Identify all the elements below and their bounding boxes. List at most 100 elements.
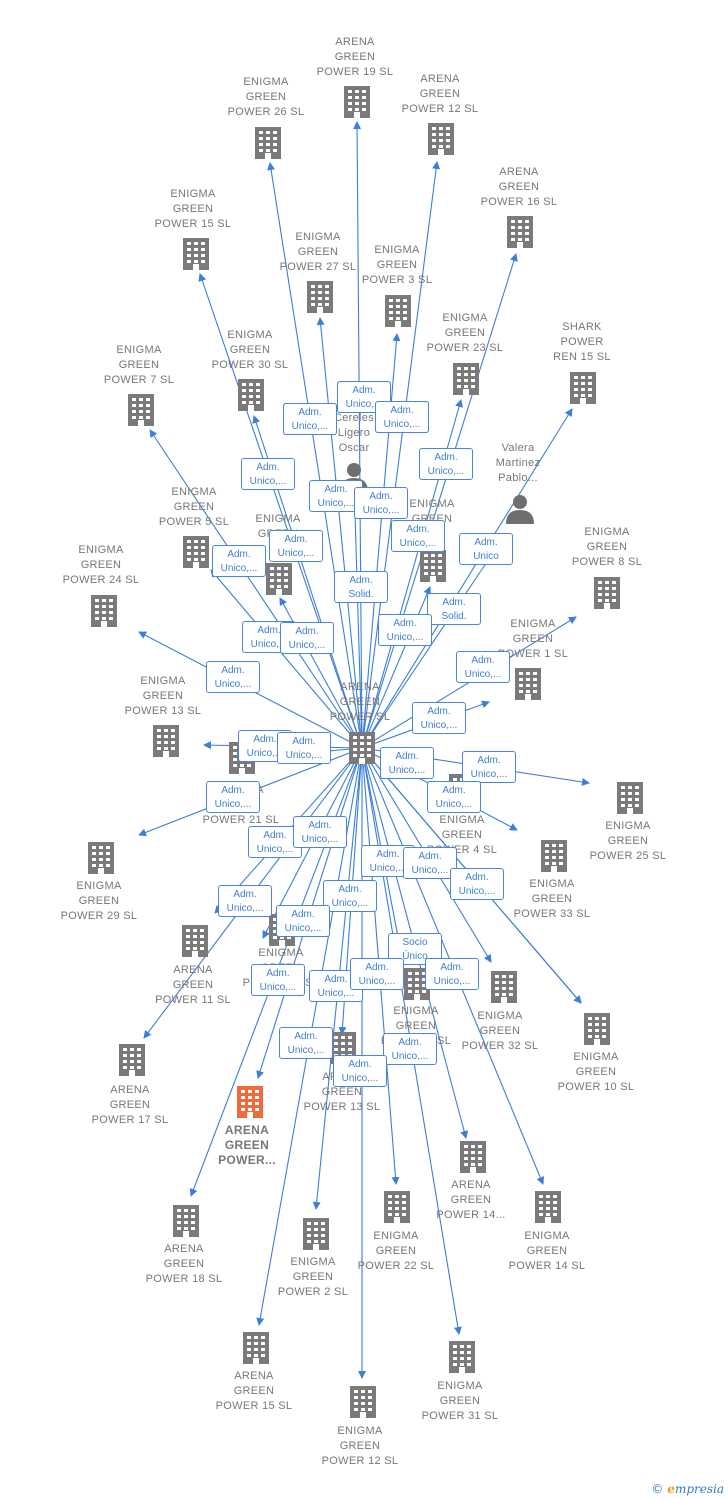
- building-icon[interactable]: [350, 1386, 376, 1418]
- edge-role-label[interactable]: Adm. Solid.: [427, 593, 481, 625]
- edge-role-label[interactable]: Adm. Unico,...: [383, 1033, 437, 1065]
- edge-role-label[interactable]: Adm. Unico,...: [269, 530, 323, 562]
- footer-brand[interactable]: ©empresia: [651, 1482, 724, 1496]
- edge-role-label[interactable]: Adm. Unico,...: [403, 847, 457, 879]
- edge-role-label[interactable]: Adm. Unico,...: [293, 816, 347, 848]
- edge-role-label[interactable]: Adm. Unico,...: [277, 732, 331, 764]
- building-icon[interactable]: [183, 238, 209, 270]
- company-label[interactable]: ENIGMA GREEN POWER 23 SL: [426, 312, 504, 354]
- edge-role-label[interactable]: Adm. Unico,...: [333, 1055, 387, 1087]
- building-icon[interactable]: [420, 550, 446, 582]
- company-label[interactable]: ARENA GREEN POWER 16 SL: [480, 166, 558, 208]
- company-label[interactable]: ENIGMA GREEN POWER 30 SL: [211, 329, 289, 371]
- edge-role-label[interactable]: Adm. Unico,...: [251, 964, 305, 996]
- company-label[interactable]: SHARK POWER REN 15 SL: [553, 321, 611, 363]
- company-label[interactable]: ARENA GREEN POWER 17 SL: [91, 1084, 169, 1126]
- highlighted-building-icon[interactable]: [237, 1086, 263, 1118]
- company-label[interactable]: ENIGMA GREEN POWER 3 SL: [361, 244, 433, 286]
- company-label[interactable]: ARENA GREEN POWER 15 SL: [215, 1370, 293, 1412]
- company-label[interactable]: ENIGMA GREEN POWER 27 SL: [279, 231, 357, 273]
- building-icon[interactable]: [303, 1218, 329, 1250]
- company-label[interactable]: ENIGMA GREEN POWER 7 SL: [103, 344, 175, 386]
- building-icon[interactable]: [570, 372, 596, 404]
- building-icon[interactable]: [460, 1141, 486, 1173]
- edge-role-label[interactable]: Adm. Unico,...: [391, 520, 445, 552]
- edge-role-label[interactable]: Adm. Unico,...: [427, 781, 481, 813]
- edge-role-label[interactable]: Adm. Solid.: [334, 571, 388, 603]
- building-icon[interactable]: [507, 216, 533, 248]
- edge-role-label[interactable]: Adm. Unico,...: [279, 1027, 333, 1059]
- building-icon[interactable]: [404, 968, 430, 1000]
- edge-role-label[interactable]: Adm. Unico,...: [241, 458, 295, 490]
- company-label[interactable]: ARENA GREEN POWER 19 SL: [316, 36, 394, 78]
- edge-role-label[interactable]: Adm. Unico,...: [462, 751, 516, 783]
- edge-role-label[interactable]: Adm. Unico,...: [323, 880, 377, 912]
- building-icon[interactable]: [182, 925, 208, 957]
- edge-role-label[interactable]: Adm. Unico,...: [375, 401, 429, 433]
- edge-role-label[interactable]: Adm. Unico,...: [206, 661, 260, 693]
- building-icon[interactable]: [541, 840, 567, 872]
- company-label[interactable]: ARENA GREEN POWER...: [218, 1123, 276, 1167]
- edge-role-label[interactable]: Adm. Unico,...: [354, 487, 408, 519]
- building-icon[interactable]: [594, 577, 620, 609]
- edge-role-label[interactable]: Adm. Unico,...: [380, 747, 434, 779]
- building-icon[interactable]: [238, 379, 264, 411]
- company-label[interactable]: ENIGMA GREEN POWER 2 SL: [277, 1256, 349, 1298]
- company-label[interactable]: ENIGMA GREEN POWER 14 SL: [508, 1230, 586, 1272]
- building-icon[interactable]: [491, 971, 517, 1003]
- company-label[interactable]: ARENA GREEN POWER 12 SL: [401, 73, 479, 115]
- edge-role-label[interactable]: Adm. Unico,...: [450, 868, 504, 900]
- edge-role-label[interactable]: Adm. Unico,...: [425, 958, 479, 990]
- building-icon[interactable]: [183, 536, 209, 568]
- building-icon[interactable]: [428, 123, 454, 155]
- building-icon[interactable]: [119, 1044, 145, 1076]
- building-icon[interactable]: [128, 394, 154, 426]
- building-icon[interactable]: [88, 842, 114, 874]
- building-icon[interactable]: [515, 668, 541, 700]
- building-icon[interactable]: [91, 595, 117, 627]
- building-icon[interactable]: [243, 1332, 269, 1364]
- company-label[interactable]: ARENA GREEN POWER 11 SL: [155, 964, 231, 1006]
- edge-role-label[interactable]: Adm. Unico,...: [212, 545, 266, 577]
- building-icon[interactable]: [255, 127, 281, 159]
- building-icon[interactable]: [385, 295, 411, 327]
- building-icon[interactable]: [449, 1341, 475, 1373]
- company-label[interactable]: ENIGMA GREEN POWER 12 SL: [321, 1425, 399, 1467]
- building-icon[interactable]: [584, 1013, 610, 1045]
- edge-role-label[interactable]: Adm. Unico,...: [350, 958, 404, 990]
- edge-role-label[interactable]: Adm. Unico,...: [276, 905, 330, 937]
- company-label[interactable]: ENIGMA GREEN POWER 13 SL: [124, 675, 202, 717]
- company-label[interactable]: ARENA GREEN POWER 14...: [436, 1179, 506, 1221]
- company-label[interactable]: ENIGMA GREEN POWER 24 SL: [62, 544, 140, 586]
- company-label[interactable]: ENIGMA GREEN POWER 22 SL: [357, 1230, 435, 1272]
- edge-role-label[interactable]: Adm. Unico,...: [206, 781, 260, 813]
- company-label[interactable]: ENIGMA GREEN POWER 5 SL: [158, 486, 230, 528]
- company-label[interactable]: ARENA GREEN POWER 18 SL: [145, 1243, 223, 1285]
- edge-role-label[interactable]: Adm. Unico: [459, 533, 513, 565]
- edge-role-label[interactable]: Adm. Unico,...: [283, 403, 337, 435]
- building-icon[interactable]: [453, 363, 479, 395]
- building-icon[interactable]: [173, 1205, 199, 1237]
- edge-role-label[interactable]: Adm. Unico,...: [456, 651, 510, 683]
- center-building-icon[interactable]: [349, 732, 375, 764]
- building-icon[interactable]: [266, 563, 292, 595]
- company-label[interactable]: ENIGMA GREEN POWER 10 SL: [557, 1051, 635, 1093]
- person-label[interactable]: Cereles Ligero Oscar: [333, 412, 374, 454]
- company-label[interactable]: ENIGMA GREEN POWER 25 SL: [589, 820, 667, 862]
- edge-role-label[interactable]: Adm. Unico,...: [280, 622, 334, 654]
- company-label[interactable]: ENIGMA GREEN POWER 15 SL: [154, 188, 232, 230]
- company-label[interactable]: ENIGMA GREEN POWER 26 SL: [227, 76, 305, 118]
- edge-role-label[interactable]: Adm. Unico,...: [218, 885, 272, 917]
- company-label[interactable]: ENIGMA GREEN POWER 31 SL: [421, 1380, 499, 1422]
- center-node-label[interactable]: ARENA GREEN POWER SL: [329, 681, 391, 723]
- building-icon[interactable]: [535, 1191, 561, 1223]
- edge-role-label[interactable]: Adm. Unico,...: [419, 448, 473, 480]
- company-label[interactable]: ENIGMA GREEN POWER 8 SL: [571, 526, 643, 568]
- edge-role-label[interactable]: Adm. Unico,...: [412, 702, 466, 734]
- company-label[interactable]: ENIGMA GREEN POWER 29 SL: [60, 880, 138, 922]
- building-icon[interactable]: [153, 725, 179, 757]
- person-label[interactable]: Valera Martinez Pablo...: [495, 442, 541, 484]
- building-icon[interactable]: [617, 782, 643, 814]
- building-icon[interactable]: [344, 86, 370, 118]
- building-icon[interactable]: [307, 281, 333, 313]
